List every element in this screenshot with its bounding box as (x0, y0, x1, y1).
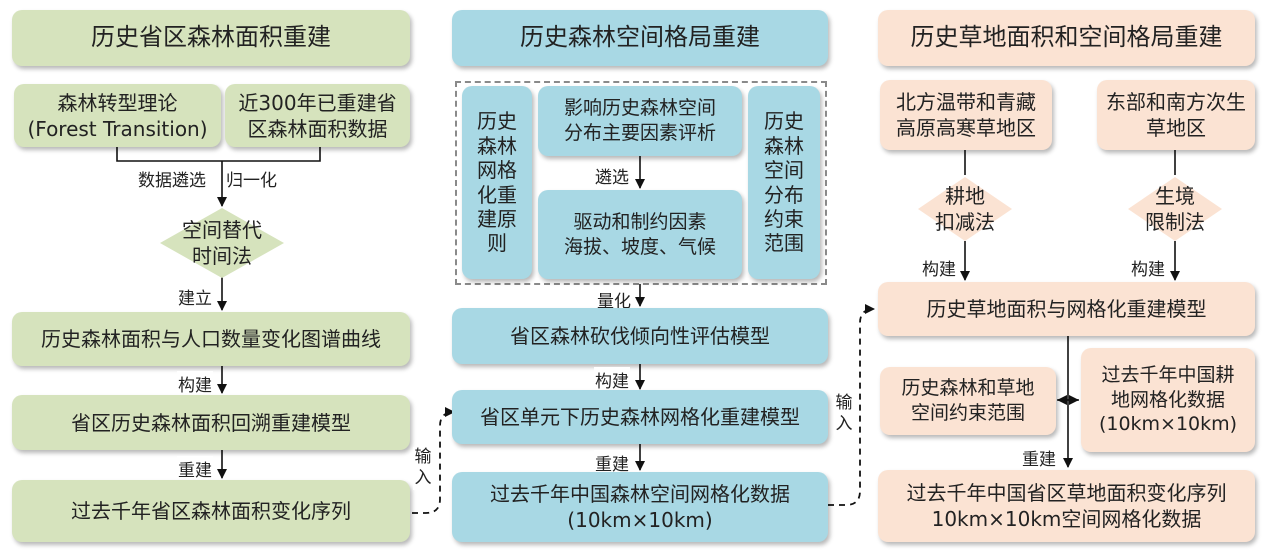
label-construct-left: 构建 (177, 371, 213, 396)
label-rebuild-right: 重建 (1021, 445, 1057, 470)
label-data-filter: 数据遴选 (137, 166, 207, 191)
habitat-limit-diamond (1128, 177, 1222, 241)
retrospective-model-box: 省区历史森林面积回溯重建模型 (12, 395, 410, 450)
label-quantify: 量化 (596, 287, 632, 312)
logging-tendency-model-box: 省区森林砍伐倾向性评估模型 (452, 308, 828, 364)
dashed-arrow-grid-data-to-grass-model (828, 304, 875, 506)
forest-transition-box: 森林转型理论 (Forest Transition) (14, 84, 221, 147)
cropland-deduction-diamond (918, 177, 1012, 241)
eastern-southern-grassland-box: 东部和南方次生 草地区 (1097, 80, 1255, 150)
space-for-time-text: 空间替代 时间法 (182, 218, 262, 268)
forest-grid-data-box: 过去千年中国森林空间网格化数据 (10km×10km) (452, 472, 828, 542)
right-column-title: 历史草地面积和空间格局重建 (878, 10, 1255, 66)
cropland-deduction-text: 耕地 扣减法 (935, 184, 995, 234)
label-construct-a: 构建 (921, 255, 957, 280)
label-rebuild-middle: 重建 (594, 450, 630, 475)
label-input-left: 输入 (413, 447, 433, 490)
left-column-title: 历史省区森林面积重建 (12, 10, 410, 66)
northern-grassland-box: 北方温带和青藏 高原高寒草地区 (880, 80, 1052, 150)
grassland-series-box: 过去千年中国省区草地面积变化序列 10km×10km空间网格化数据 (878, 470, 1255, 542)
grassland-model-box: 历史草地面积与网格化重建模型 (878, 282, 1255, 336)
factor-group-frame (455, 81, 827, 285)
label-select: 遴选 (594, 163, 630, 188)
space-for-time-diamond (160, 208, 284, 278)
dashed-arrow-series-to-grid-model (412, 407, 455, 514)
spatial-constraint-box: 历史森林空间分布约束范围 (748, 86, 820, 279)
label-rebuild-left: 重建 (177, 456, 213, 481)
habitat-limit-text: 生境 限制法 (1145, 184, 1205, 234)
factor-evaluation-box: 影响历史森林空间 分布主要因素评析 (538, 86, 742, 156)
label-build: 建立 (177, 284, 213, 309)
gridding-principles-box: 历史森林网格化重建原则 (462, 86, 532, 279)
merge-connector (116, 146, 321, 162)
label-construct-b: 构建 (1130, 255, 1166, 280)
cropland-grid-data-box: 过去千年中国耕 地网格化数据 (10km×10km) (1081, 348, 1255, 452)
grid-reconstruction-model-box: 省区单元下历史森林网格化重建模型 (452, 390, 828, 444)
forest-grass-constraint-box: 历史森林和草地 空间约束范围 (880, 367, 1056, 435)
area-population-curve-box: 历史森林面积与人口数量变化图谱曲线 (12, 312, 410, 366)
label-normalize: 归一化 (225, 166, 278, 191)
reconstructed-data-box: 近300年已重建省 区森林面积数据 (225, 84, 410, 147)
driving-factors-box: 驱动和制约因素 海拔、坡度、气候 (538, 190, 742, 279)
label-input-right: 输入 (834, 393, 854, 436)
label-construct-middle: 构建 (594, 367, 630, 392)
middle-column-title: 历史森林空间格局重建 (452, 10, 828, 66)
provincial-forest-series-box: 过去千年省区森林面积变化序列 (12, 480, 410, 542)
